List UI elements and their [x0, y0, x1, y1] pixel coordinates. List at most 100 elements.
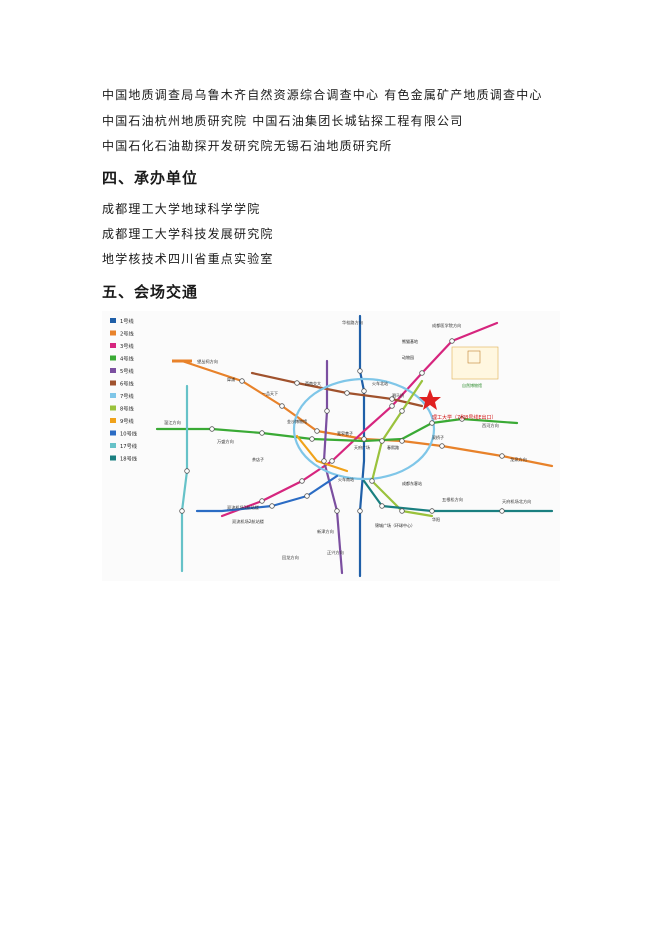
station-markers — [179, 338, 505, 514]
line-1 — [358, 314, 366, 578]
station-marker — [439, 443, 445, 449]
legend-label: 17号线 — [120, 442, 137, 450]
station-marker — [314, 428, 320, 434]
legend-swatch — [110, 380, 116, 386]
label-wanbaogong: 万盛方向 — [217, 438, 234, 445]
station-marker — [324, 408, 330, 414]
legend-label: 9号线 — [120, 417, 134, 425]
station-marker — [419, 370, 425, 376]
station-marker — [299, 478, 305, 484]
legend-swatch — [110, 418, 116, 423]
label-huoche-nan: 火车南站 — [338, 476, 354, 482]
legend-swatch — [110, 455, 116, 461]
label-museum: 自然博物馆 — [462, 382, 482, 388]
label-xinjin: 新津方向 — [317, 528, 334, 535]
legend-swatch — [110, 318, 116, 323]
legend-label: 18号线 — [120, 455, 137, 463]
label-wugensong: 五根松方向 — [442, 496, 463, 503]
station-marker — [179, 508, 185, 514]
label-shuangliu: 双流机场1航站楼 — [227, 504, 259, 511]
legend-swatch — [110, 405, 116, 411]
station-marker — [269, 503, 275, 509]
station-marker — [344, 390, 350, 396]
legend-label: 3号线 — [120, 342, 134, 350]
legend-swatch — [110, 355, 116, 361]
legend-swatch — [110, 393, 116, 398]
star-icon — [419, 389, 441, 410]
station-marker — [321, 458, 327, 464]
section-5-title: 五、会场交通 — [102, 283, 199, 301]
line-3 — [220, 321, 499, 518]
label-wenjiang: 温江方向 — [164, 419, 181, 426]
station-marker — [429, 420, 435, 426]
organizer-1: 成都理工大学地球科学学院 — [102, 202, 261, 216]
legend-swatch — [110, 343, 116, 348]
station-marker — [369, 478, 375, 484]
label-jincheng: 锦城广场（环球中心） — [375, 522, 415, 528]
label-huagui: 华桂路方向 — [342, 319, 363, 326]
legend-label: 7号线 — [120, 392, 134, 400]
label-chengdudong: 成都东客站 — [402, 480, 422, 486]
line-8 — [370, 379, 434, 518]
line-9 — [295, 434, 349, 473]
organizer-2: 成都理工大学科技发展研究院 — [102, 227, 274, 241]
station-marker — [279, 403, 285, 409]
station-marker — [429, 508, 435, 514]
org-line-2: 中国石油杭州地质研究院 中国石油集团长城钻探工程有限公司 — [102, 114, 464, 128]
label-simaqiao: 驷马桥 — [392, 392, 404, 398]
line-10 — [195, 474, 339, 513]
station-marker — [499, 508, 505, 514]
legend-swatch — [110, 430, 116, 436]
station-marker — [379, 503, 385, 509]
station-marker — [389, 396, 395, 402]
destination-marker: 理工大学（7和8号线E出口） — [419, 389, 497, 421]
station-marker — [309, 436, 315, 442]
label-yipintianxia: 一品天下 — [262, 391, 278, 396]
legend-swatch — [110, 330, 116, 336]
line-17 — [180, 384, 189, 573]
museum-inset: 自然博物馆 — [451, 346, 499, 388]
label-dongwuyuan: 动物园 — [402, 354, 414, 360]
line-6 — [250, 371, 424, 408]
label-beizhan: 火车北站 — [372, 380, 388, 386]
station-marker — [294, 380, 300, 386]
label-jinsha: 金沙博物馆 — [287, 418, 307, 424]
legend-swatch — [110, 443, 116, 448]
label-huayang: 华阳 — [432, 516, 440, 522]
label-tianfu-airport: 天府机场北方向 — [502, 498, 531, 505]
label-chunxi: 春熙路 — [387, 444, 399, 450]
legend-label: 4号线 — [120, 355, 134, 363]
label-xipu: 犀浦 — [227, 376, 235, 382]
station-marker — [239, 378, 245, 384]
org-line-3: 中国石化石油勘探开发研究院无锡石油地质研究所 — [102, 139, 393, 153]
station-marker — [304, 493, 310, 499]
station-marker — [399, 408, 405, 414]
station-marker — [209, 426, 215, 432]
label-huilongxiang: 回龙方向 — [282, 554, 299, 561]
label-xihe: 西河方向 — [482, 422, 499, 429]
station-marker — [334, 508, 340, 514]
label-zhengxing: 正兴方向 — [327, 549, 344, 556]
label-chengduyixue: 成都医学院方向 — [432, 322, 461, 329]
destination-label: 理工大学（7和8号线E出口） — [432, 414, 497, 421]
station-marker — [357, 368, 363, 374]
station-marker — [361, 388, 367, 394]
station-marker — [399, 508, 405, 514]
label-shuangqiao: 双桥子 — [432, 434, 444, 440]
line-7-ring — [292, 377, 436, 481]
label-kuanzhai: 宽窄巷子 — [337, 430, 353, 436]
station-marker — [449, 338, 455, 344]
station-marker — [357, 508, 363, 514]
org-line-1: 中国地质调查局乌鲁木齐自然资源综合调查中心 有色金属矿产地质调查中心 — [102, 88, 543, 102]
station-marker — [329, 458, 335, 464]
legend-label: 5号线 — [120, 367, 134, 375]
label-longquan: 龙泉方向 — [510, 456, 527, 463]
organizer-3: 地学核技术四川省重点实验室 — [102, 252, 274, 266]
station-marker — [459, 416, 465, 422]
station-marker — [389, 403, 395, 409]
direction-arrows: 望丛祠方向 华桂路方向 成都医学院方向 温江方向 万盛方向 西河方向 龙泉方向 … — [164, 319, 531, 561]
legend-swatch — [110, 368, 116, 373]
